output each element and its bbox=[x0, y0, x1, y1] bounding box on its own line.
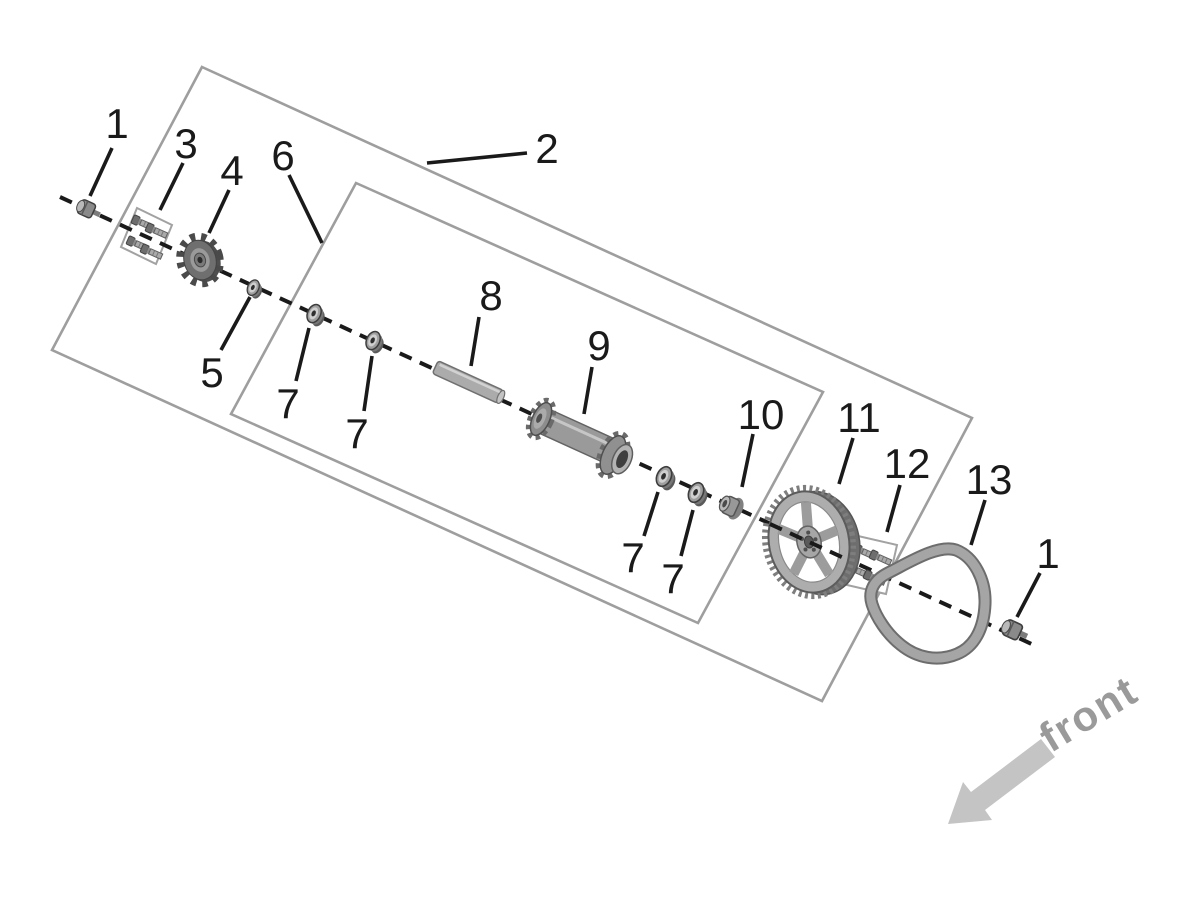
callout-10: 10 bbox=[738, 391, 785, 438]
callout-11: 11 bbox=[837, 394, 881, 441]
callout-7d: 7 bbox=[661, 555, 684, 602]
leader-5 bbox=[219, 296, 252, 351]
leader-9 bbox=[582, 366, 594, 415]
callout-1-right: 1 bbox=[1036, 530, 1059, 577]
wheel-hub-9 bbox=[525, 397, 634, 480]
leader-2 bbox=[426, 151, 528, 165]
leader-7b bbox=[362, 355, 374, 412]
hub-flange-left bbox=[525, 397, 557, 441]
leader-4 bbox=[207, 189, 231, 234]
leader-6 bbox=[287, 174, 324, 244]
centerline-over-pulley bbox=[769, 522, 847, 561]
assembly-box-2-outline bbox=[50, 65, 974, 703]
callout-7b: 7 bbox=[345, 410, 368, 457]
callout-8: 8 bbox=[479, 272, 502, 319]
callout-2: 2 bbox=[535, 125, 558, 172]
axle-shaft-8 bbox=[432, 360, 506, 405]
leader-7d bbox=[679, 509, 695, 557]
leader-11 bbox=[837, 437, 855, 485]
spacer-7a bbox=[302, 301, 330, 330]
axle-nut-left bbox=[73, 197, 104, 223]
hub-flange-right bbox=[595, 430, 634, 480]
spacer-7b bbox=[361, 328, 389, 357]
leader-1-right bbox=[1015, 572, 1042, 618]
leader-7a bbox=[294, 327, 311, 382]
axle-adjuster-nut-10 bbox=[718, 495, 744, 520]
leader-3 bbox=[158, 162, 185, 211]
callout-6: 6 bbox=[271, 132, 294, 179]
drive-belt-13 bbox=[864, 542, 992, 665]
front-label: front bbox=[1031, 666, 1146, 761]
chain-sprocket-4 bbox=[176, 232, 224, 288]
callout-13: 13 bbox=[966, 456, 1013, 503]
belt-pulley-11 bbox=[761, 484, 861, 600]
callout-7c: 7 bbox=[621, 534, 644, 581]
leader-12 bbox=[885, 484, 902, 533]
assembly-box-6-outline bbox=[229, 181, 825, 625]
callout-4: 4 bbox=[220, 147, 243, 194]
leader-10 bbox=[740, 433, 755, 488]
callout-5: 5 bbox=[200, 349, 223, 396]
leader-1-left bbox=[88, 147, 114, 197]
leader-7c bbox=[642, 491, 660, 537]
callout-leaders bbox=[88, 147, 1042, 618]
callout-labels: 1 3 4 6 2 5 7 7 8 9 7 7 10 11 12 13 1 bbox=[105, 100, 1059, 602]
front-indicator: front bbox=[948, 666, 1146, 824]
front-arrow-icon bbox=[948, 739, 1055, 824]
spacer-7c bbox=[651, 463, 681, 494]
leader-8 bbox=[469, 316, 481, 367]
callout-12: 12 bbox=[884, 440, 931, 487]
leader-13 bbox=[969, 499, 987, 546]
callout-7a: 7 bbox=[276, 380, 299, 427]
callout-9: 9 bbox=[587, 322, 610, 369]
callout-1-left: 1 bbox=[105, 100, 128, 147]
callout-3: 3 bbox=[174, 120, 197, 167]
